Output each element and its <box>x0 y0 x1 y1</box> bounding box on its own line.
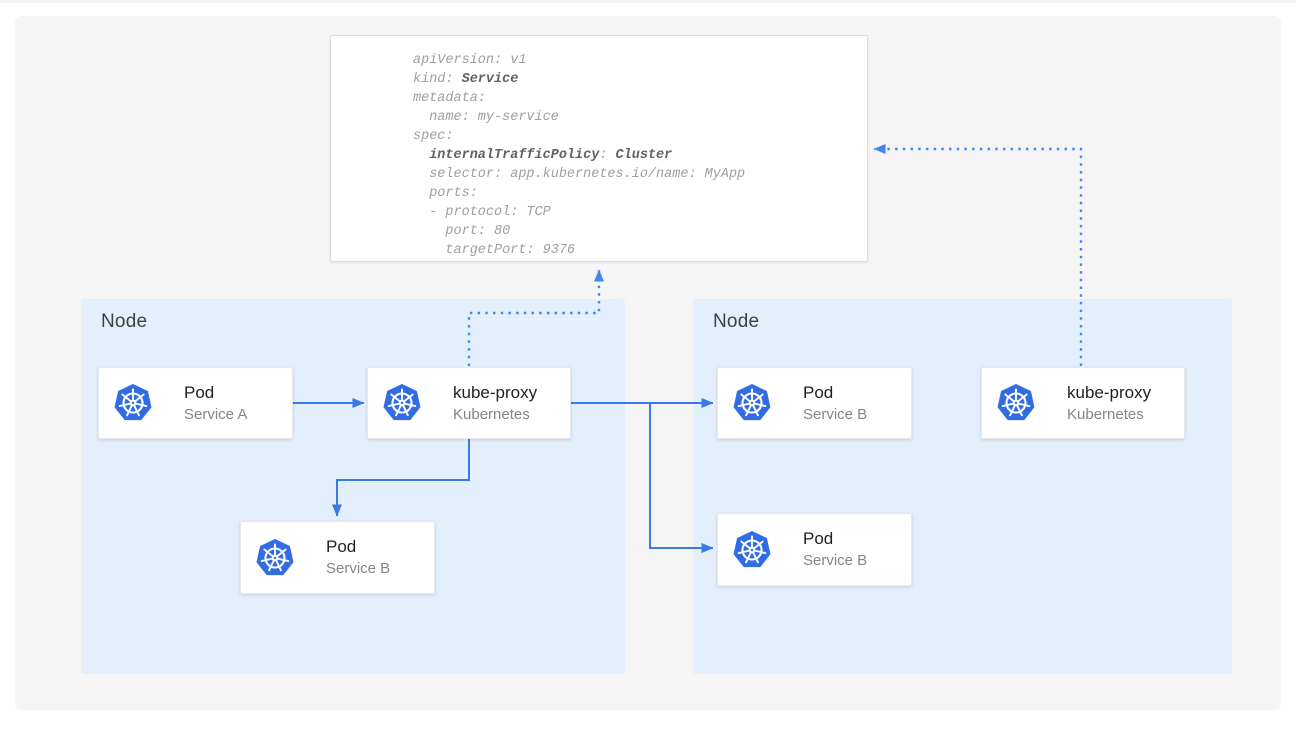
pod-b-right-bottom-card: Pod Service B <box>717 513 912 586</box>
card-title: Pod <box>803 382 834 402</box>
pod-b-right-top-card: Pod Service B <box>717 367 912 439</box>
kubernetes-icon <box>114 384 152 422</box>
card-title: kube-proxy <box>453 382 538 402</box>
node-right-label: Node <box>713 311 760 332</box>
card-title: Pod <box>803 529 834 548</box>
card-title: Pod <box>184 382 215 402</box>
node-left: Node <box>81 299 625 674</box>
kubernetes-icon <box>256 539 294 577</box>
card-subtitle: Service A <box>184 405 248 423</box>
node-left-label: Node <box>101 311 148 332</box>
card-subtitle: Kubernetes <box>1067 405 1144 423</box>
card-subtitle: Service B <box>326 560 391 577</box>
kubernetes-icon <box>383 384 421 422</box>
kubernetes-icon <box>997 384 1035 422</box>
kube-proxy-left-card: kube-proxy Kubernetes <box>367 367 571 439</box>
card-title: kube-proxy <box>1067 382 1152 402</box>
node-right: Node <box>693 299 1232 674</box>
pod-a-card: Pod Service A <box>98 367 293 439</box>
card-subtitle: Service B <box>803 552 868 569</box>
kubernetes-icon <box>733 531 771 569</box>
card-subtitle: Kubernetes <box>453 405 530 423</box>
kubernetes-icon <box>733 384 771 422</box>
card-title: Pod <box>326 537 357 556</box>
top-divider <box>0 0 1296 3</box>
card-subtitle: Service B <box>803 405 868 423</box>
pod-b-left-card: Pod Service B <box>240 521 435 594</box>
kube-proxy-right-card: kube-proxy Kubernetes <box>981 367 1185 439</box>
